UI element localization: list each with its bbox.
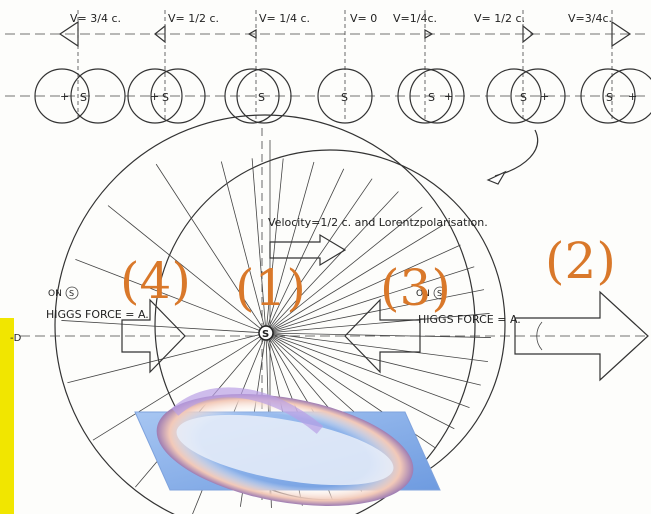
ray-line	[61, 320, 267, 334]
circled-s-icon	[433, 286, 447, 300]
ray-line	[265, 244, 461, 334]
large-circle-left	[54, 114, 476, 514]
ray-line	[265, 191, 399, 334]
ray-line	[265, 289, 485, 334]
velocity-label: V= 1/2 c.	[474, 12, 525, 25]
circled-s-icon	[258, 325, 274, 341]
ray-line	[107, 205, 267, 334]
svg-text:S: S	[520, 91, 527, 104]
axis-end-label: -D	[10, 333, 22, 344]
ray-line	[67, 332, 267, 384]
circled-s-icon: S	[80, 91, 87, 104]
svg-text:S: S	[606, 91, 613, 104]
velocity-label: V= 1/2 c.	[168, 12, 219, 25]
ray-line	[265, 332, 481, 386]
arrow-left-icon	[344, 298, 421, 374]
higgs-force-right: HIGGS FORCE = A.	[418, 313, 521, 326]
ray-line	[265, 206, 423, 334]
ray-line	[265, 266, 475, 334]
ray-line	[265, 158, 284, 334]
number-3: (3)	[380, 259, 451, 317]
circle-pairs	[34, 68, 651, 124]
svg-text:+: +	[540, 90, 549, 103]
annotation-text: Velocity=1/2 c. and Lorentzpolarisation.	[268, 216, 488, 229]
number-2: (2)	[545, 232, 616, 290]
ray-line	[265, 332, 470, 409]
ray-line	[265, 313, 490, 334]
higgs-force-left: HIGGS FORCE = A.	[46, 308, 149, 321]
number-1: (1)	[235, 259, 306, 317]
ray-line	[75, 259, 267, 334]
ray-line	[265, 224, 444, 334]
circle-markers: +S +S S S S+ S+ S+	[60, 90, 637, 104]
surface-inset	[134, 387, 441, 506]
curved-arrow-icon	[494, 129, 539, 177]
svg-text:S: S	[162, 91, 169, 104]
ray-line	[265, 178, 373, 334]
yellow-side-bar	[0, 318, 14, 514]
ray-line	[265, 168, 345, 334]
ray-line	[155, 163, 267, 334]
velocity-label: V= 0	[350, 12, 377, 25]
ray-line	[92, 332, 267, 441]
svg-text:S: S	[258, 91, 265, 104]
number-4: (4)	[120, 252, 191, 310]
svg-text:+: +	[60, 90, 69, 103]
svg-text:S: S	[341, 91, 348, 104]
svg-text:S: S	[428, 91, 435, 104]
ray-line	[265, 332, 491, 338]
big-arrow-right-icon	[514, 290, 649, 382]
velocity-label: V=1/4c.	[393, 12, 437, 25]
velocity-label: V= 1/4 c.	[259, 12, 310, 25]
svg-text:+: +	[628, 90, 637, 103]
svg-text:S: S	[262, 329, 269, 340]
circled-s-icon	[65, 286, 79, 300]
svg-text:+: +	[150, 90, 159, 103]
svg-text:S: S	[437, 289, 442, 298]
velocity-arrow-icon	[269, 233, 347, 267]
svg-text:S: S	[69, 289, 74, 298]
svg-text:+: +	[444, 90, 453, 103]
arrow-right-icon	[121, 298, 186, 374]
velocity-label: V= 3/4 c.	[70, 12, 121, 25]
on-label: ON	[416, 289, 430, 299]
ray-line	[265, 332, 455, 430]
velocity-label: V=3/4c.	[568, 12, 612, 25]
ray-line	[265, 161, 315, 334]
on-label: ON	[48, 289, 62, 299]
ray-line	[220, 161, 267, 334]
ray-line	[265, 332, 489, 363]
top-triangles	[58, 10, 632, 120]
ray-line	[251, 158, 267, 334]
